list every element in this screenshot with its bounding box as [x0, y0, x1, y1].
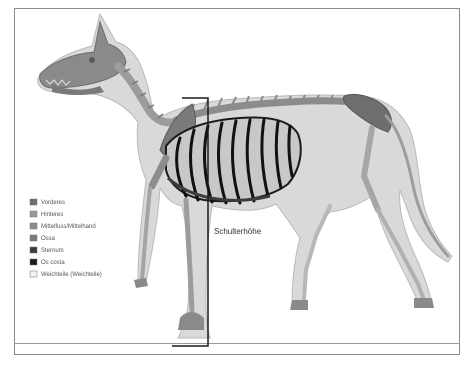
legend-swatch: [30, 223, 37, 229]
legend-label: Sternum: [41, 248, 64, 254]
legend-label: Vorderes: [41, 200, 65, 206]
legend-item: Mittelfuss/Mittelhand: [30, 223, 96, 230]
legend-item: Sternum: [30, 247, 64, 254]
legend-swatch: [30, 271, 37, 277]
hind-paw: [414, 298, 434, 308]
legend-item: Ossa: [30, 235, 56, 242]
legend-swatch: [30, 247, 37, 253]
legend-swatch: [30, 235, 37, 241]
shoulder-height-label: Schulterhöhe: [214, 227, 262, 236]
legend-item: Os costa: [30, 259, 65, 266]
legend-swatch: [30, 259, 37, 265]
legend-label: Weichteile (Weichteile): [41, 272, 102, 278]
legend-label: Ossa: [41, 236, 56, 242]
legend: Vorderes Hinteres Mittelfuss/Mittelhand …: [30, 199, 102, 278]
legend-swatch: [30, 199, 37, 205]
legend-item: Vorderes: [30, 199, 65, 206]
eye-socket: [89, 57, 95, 63]
legend-item: Weichteile (Weichteile): [30, 271, 102, 278]
legend-swatch: [30, 211, 37, 217]
hind-paw-near: [290, 300, 308, 310]
legend-label: Mittelfuss/Mittelhand: [41, 224, 96, 230]
fore-paw-rear: [134, 278, 148, 288]
legend-item: Hinteres: [30, 211, 63, 218]
legend-label: Hinteres: [41, 212, 63, 218]
legend-label: Os costa: [41, 260, 65, 266]
